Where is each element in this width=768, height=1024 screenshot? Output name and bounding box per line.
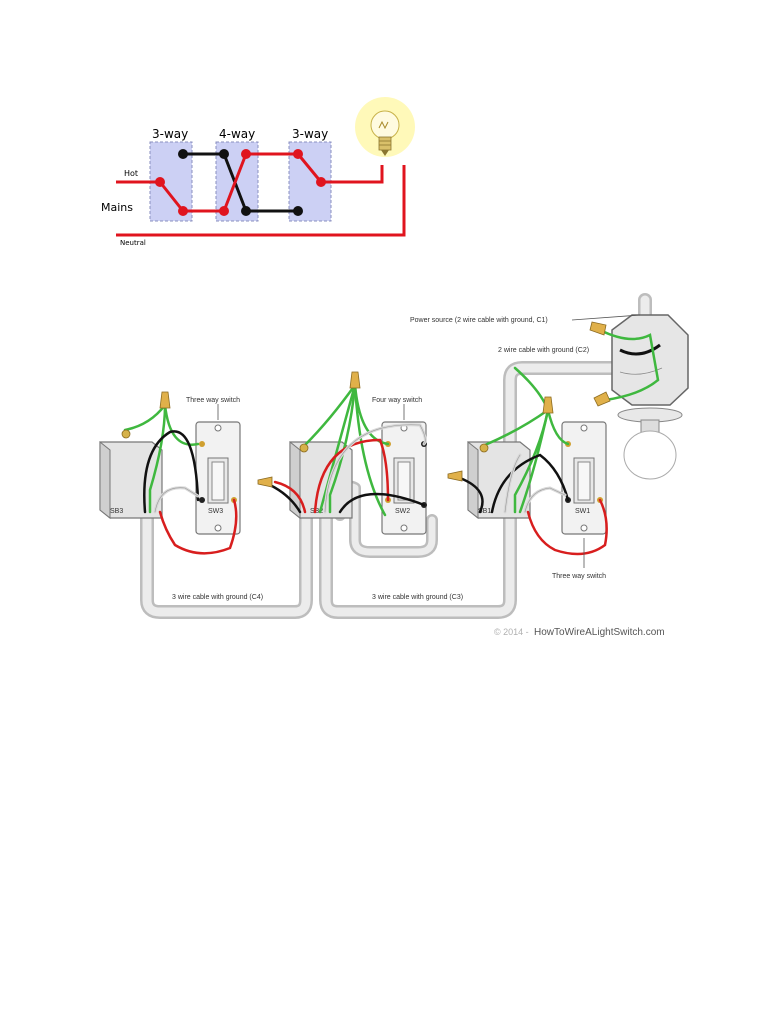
- schematic-diagram: 3-way 4-way 3-way Hot Mains Neutral: [101, 95, 420, 247]
- label-cable-c4: 3 wire cable with ground (C4): [172, 594, 263, 601]
- wires-sb1: [458, 366, 608, 556]
- label-3way-left: 3-way: [152, 127, 188, 141]
- wire-nut-icon: [349, 371, 361, 389]
- wire-nut-icon: [593, 391, 611, 407]
- wiring-diagram: SB3 SW3 Three way switch: [99, 293, 689, 638]
- ground-screw-icon: [479, 443, 489, 453]
- label-three-way-switch-bottom: Three way switch: [552, 573, 606, 580]
- wire-nut-icon: [589, 321, 607, 336]
- light-fixture-icon: [617, 407, 683, 480]
- ceiling-junction-box: [599, 314, 689, 406]
- label-four-way-switch: Four way switch: [372, 397, 422, 404]
- hot-wire-to-lamp: [321, 162, 384, 184]
- label-sb3: SB3: [110, 508, 123, 515]
- wires-sb2: [268, 383, 427, 517]
- switch-lever-3way-right: [296, 153, 323, 183]
- contact-dot: [178, 206, 188, 216]
- label-sw1: SW1: [575, 508, 590, 515]
- switch-cross-4way-b: [222, 153, 248, 212]
- label-3way-right: 3-way: [292, 127, 328, 141]
- light-bulb-icon: [350, 95, 420, 165]
- label-sw3: SW3: [208, 508, 223, 515]
- contact-dot: [178, 149, 188, 159]
- wire-nut-icon: [257, 476, 273, 488]
- contact-dot: [293, 206, 303, 216]
- label-sb1: SB1: [478, 508, 491, 515]
- credit-copyright: © 2014 -: [494, 627, 529, 637]
- contact-dot: [155, 177, 165, 187]
- callout-arrow: [571, 314, 641, 321]
- switch-sw3: SW3: [195, 421, 241, 535]
- label-cable-c3: 3 wire cable with ground (C3): [372, 594, 463, 601]
- ground-screw-icon: [299, 443, 309, 453]
- switch-sw1: SW1: [561, 421, 607, 535]
- wire-nut-icon: [542, 396, 554, 414]
- label-mains: Mains: [101, 201, 133, 214]
- ground-screw-icon: [121, 429, 131, 439]
- contact-dot: [241, 206, 251, 216]
- label-three-way-switch-top: Three way switch: [186, 397, 240, 404]
- switch-sw2: SW2: [381, 421, 427, 535]
- label-cable-c2: 2 wire cable with ground (C2): [498, 347, 589, 354]
- label-hot: Hot: [124, 169, 138, 178]
- credit-site: HowToWireALightSwitch.com: [534, 627, 665, 638]
- contact-dot: [219, 149, 229, 159]
- wire-nut-icon: [447, 470, 463, 482]
- label-sb2: SB2: [310, 508, 323, 515]
- switch-lever-3way-left: [158, 181, 185, 212]
- contact-dot: [316, 177, 326, 187]
- contact-dot: [241, 149, 251, 159]
- label-sw2: SW2: [395, 508, 410, 515]
- contact-dot: [293, 149, 303, 159]
- label-4way: 4-way: [219, 127, 255, 141]
- label-neutral: Neutral: [120, 239, 146, 247]
- wire-nut-icon: [159, 391, 171, 409]
- contact-dot: [219, 206, 229, 216]
- label-power-source: Power source (2 wire cable with ground, …: [410, 317, 548, 324]
